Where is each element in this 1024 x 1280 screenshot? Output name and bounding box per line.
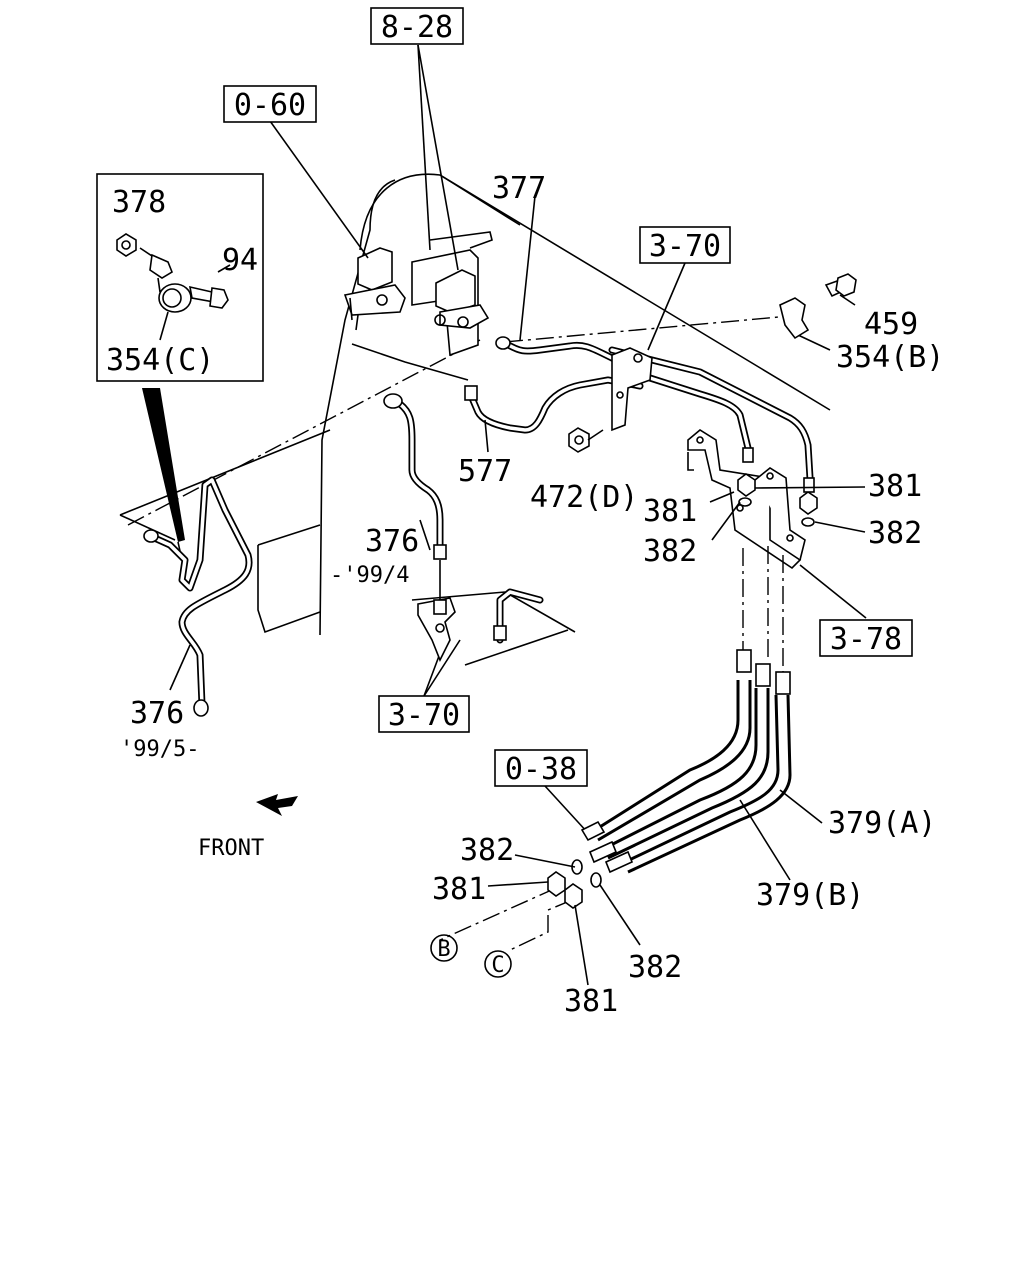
marker-c-text: C [491, 953, 504, 978]
pipe-377 [495, 336, 814, 482]
part-label-376-upper: 376 [365, 524, 419, 559]
part-label-354b: 354(B) [836, 340, 944, 375]
inset-pointer-wedge [142, 388, 185, 542]
center-lines [439, 546, 784, 951]
part-label-94: 94 [222, 243, 258, 278]
part-label-376-lower: 376 [130, 696, 184, 731]
part-label-377: 377 [492, 171, 546, 206]
pipe-376-upper [383, 393, 447, 600]
ref-8-28-text: 8-28 [381, 10, 453, 45]
part-label-577: 577 [458, 454, 512, 489]
part-label-381-lower-left: 381 [432, 872, 486, 907]
ref-box-0-60[interactable]: 0-60 [223, 85, 317, 123]
nut-378-shape [116, 233, 137, 257]
part-label-354c: 354(C) [106, 343, 214, 378]
bracket-3-78 [687, 429, 806, 570]
valve-assembly [343, 231, 493, 357]
clip-354b-bolt-459 [779, 273, 857, 340]
fittings-381-382-upper [709, 447, 866, 541]
part-label-382-left: 382 [643, 534, 697, 569]
marker-c-icon: C [484, 950, 512, 978]
ref-box-8-28[interactable]: 8-28 [370, 7, 464, 45]
tee-fitting-lower [417, 588, 544, 662]
marker-b-icon: B [430, 934, 458, 962]
ref-3-70-top-text: 3-70 [649, 229, 721, 264]
part-label-382-lower-left: 382 [460, 833, 514, 868]
part-label-379b: 379(B) [756, 878, 864, 913]
ref-box-3-70-top[interactable]: 3-70 [639, 226, 731, 264]
part-label-381-right: 381 [868, 469, 922, 504]
inset-detail-box [96, 173, 264, 382]
note-99-5: '99/5- [120, 737, 199, 762]
part-label-472d: 472(D) [530, 480, 638, 515]
marker-b-text: B [437, 937, 450, 962]
part-label-378: 378 [112, 185, 166, 220]
pipe-376-lower [143, 476, 253, 717]
ref-box-3-78[interactable]: 3-78 [819, 619, 913, 657]
part-label-459: 459 [864, 307, 918, 342]
ref-3-70-bottom-text: 3-70 [388, 698, 460, 733]
part-label-381-lower-right: 381 [564, 984, 618, 1019]
hose-end-fittings [547, 820, 634, 909]
pipe-bracket-top [611, 347, 653, 432]
hose-379b [604, 663, 771, 860]
note-99-4: -'99/4 [330, 563, 409, 588]
nut-472d [568, 427, 604, 453]
part-label-382-right: 382 [868, 516, 922, 551]
hose-379a [624, 671, 792, 874]
ref-0-38-text: 0-38 [505, 752, 577, 787]
ref-0-60-text: 0-60 [234, 88, 306, 123]
ref-3-78-text: 3-78 [830, 622, 902, 657]
ref-box-0-38[interactable]: 0-38 [494, 749, 588, 787]
part-label-382-lower-right: 382 [628, 950, 682, 985]
part-label-379a: 379(A) [828, 806, 936, 841]
front-label: FRONT [198, 836, 264, 861]
front-arrow-icon [256, 794, 298, 816]
pipe-577 [464, 376, 644, 434]
hose-379-third [594, 649, 752, 842]
part-label-381-left: 381 [643, 494, 697, 529]
ref-box-3-70-bottom[interactable]: 3-70 [378, 695, 470, 733]
reference-leaders [269, 44, 867, 834]
part-leaders [169, 195, 856, 986]
